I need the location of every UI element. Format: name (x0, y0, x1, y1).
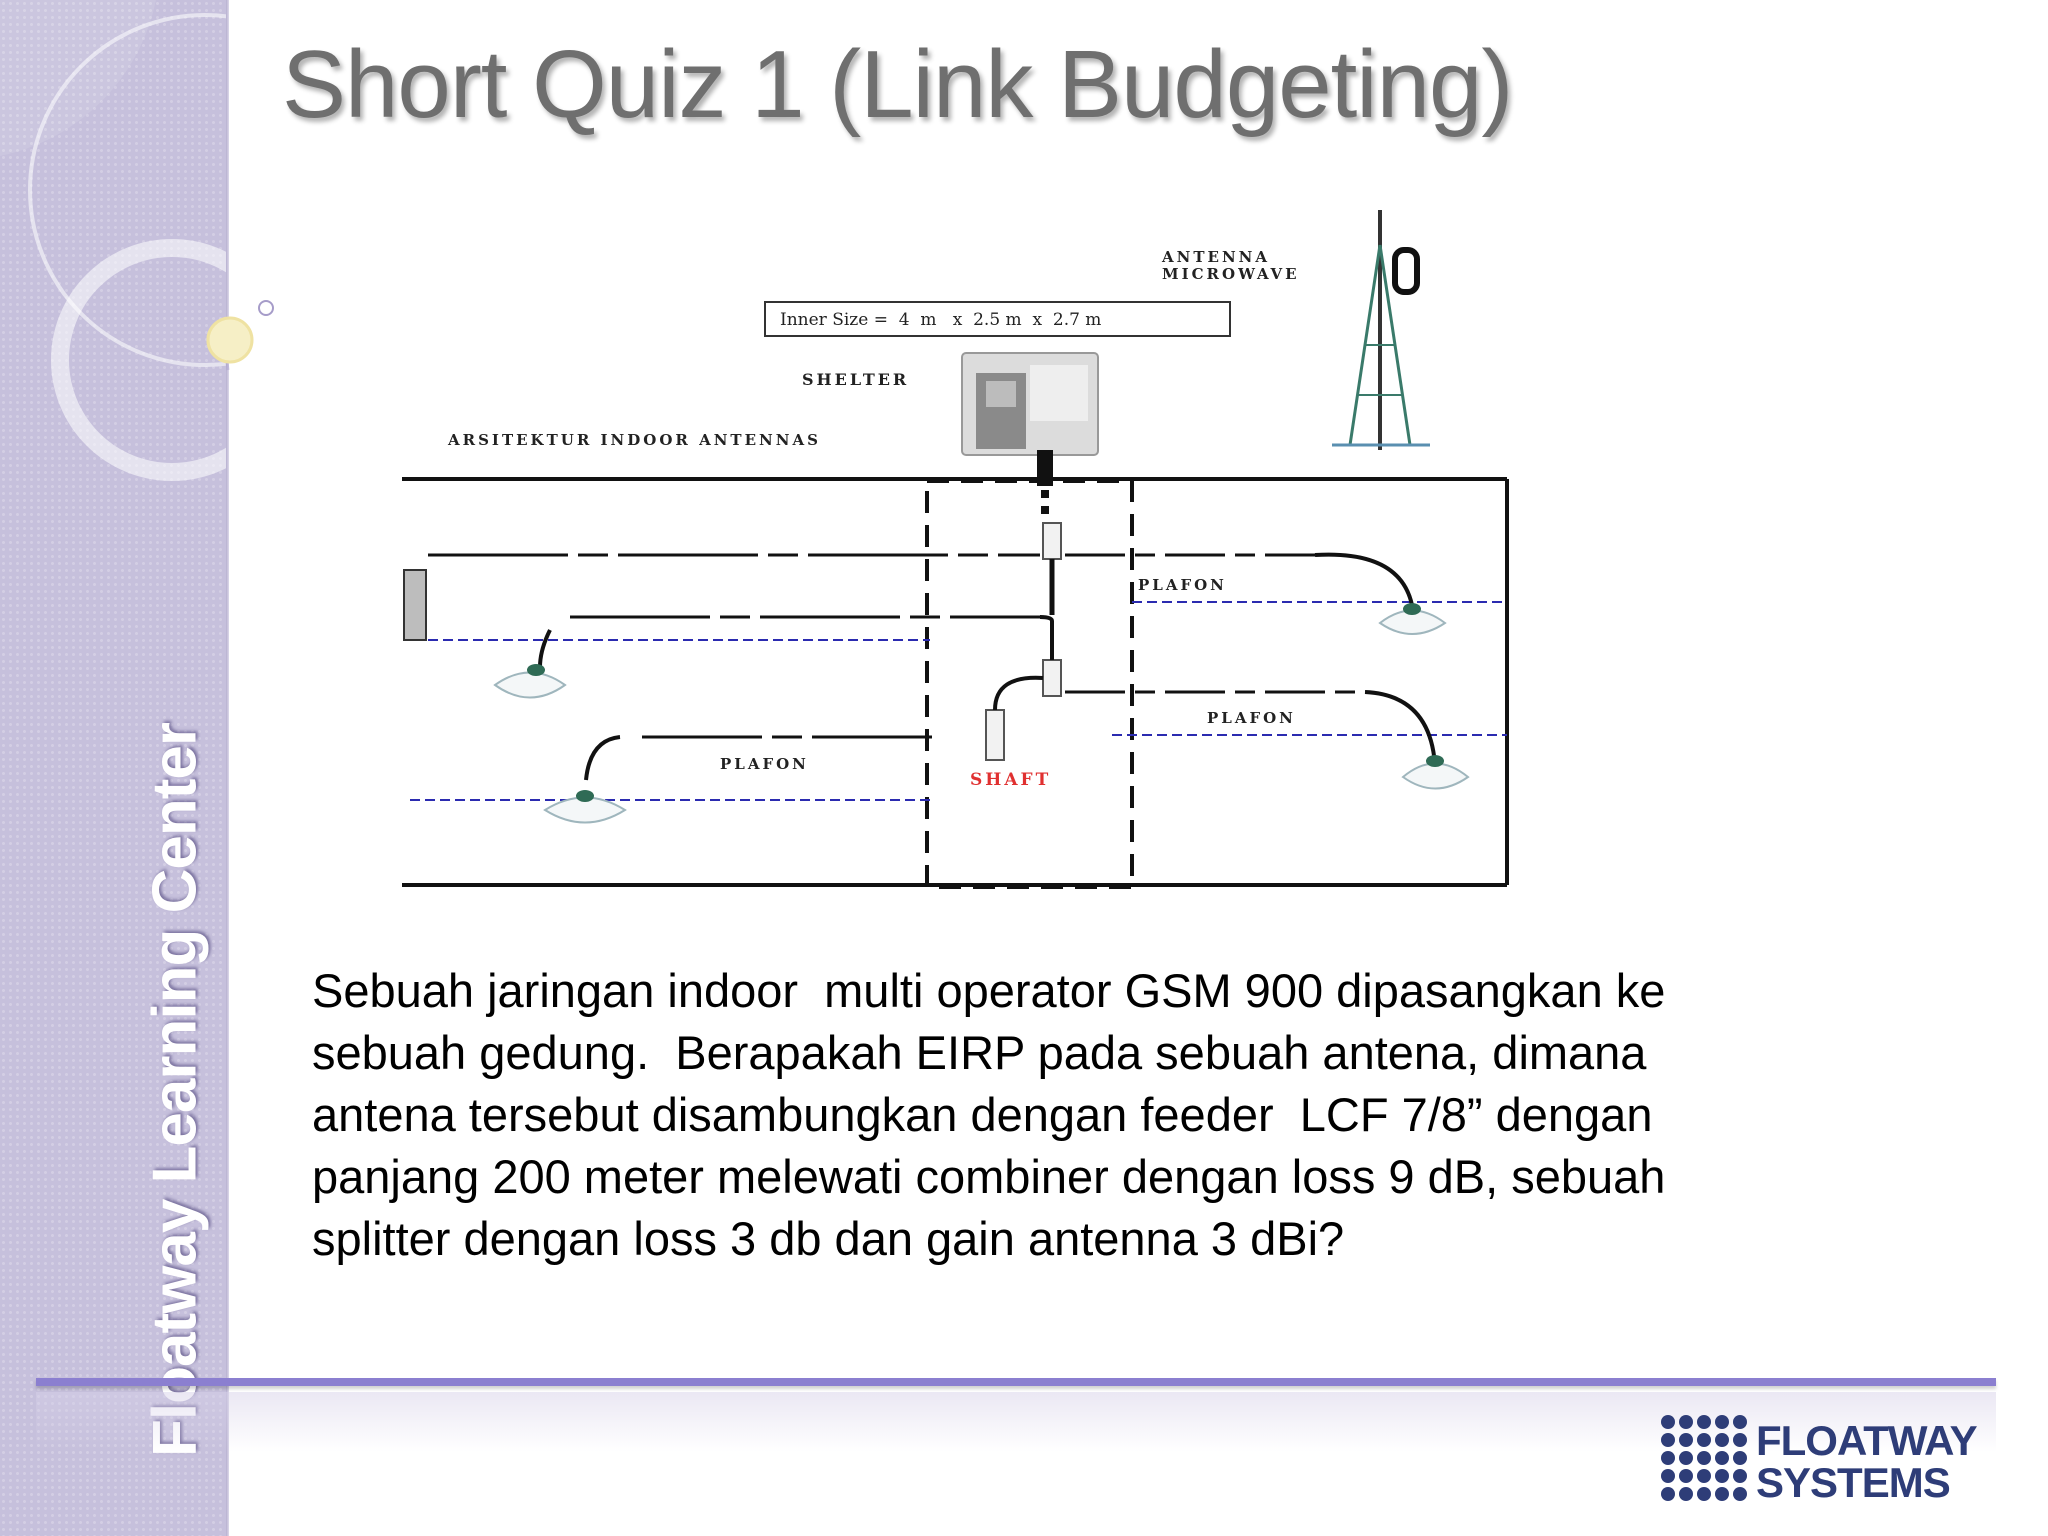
quiz-question: Sebuah jaringan indoor multi operator GS… (312, 960, 1872, 1270)
slide-title: Short Quiz 1 (Link Budgeting) (282, 31, 1513, 138)
floatway-logo: FLOATWAY SYSTEMS (1658, 1412, 1978, 1512)
plafon-label-lower-right: PLAFON (1207, 709, 1296, 727)
sidebar-panel: Floatway Learning Center (0, 0, 228, 1536)
plafon-label-upper-right: PLAFON (1138, 576, 1227, 594)
question-line: panjang 200 meter melewati combiner deng… (312, 1150, 1666, 1203)
sidebar-title: Floatway Learning Center (140, 723, 210, 1457)
question-line: antena tersebut disambungkan dengan feed… (312, 1088, 1653, 1141)
microwave-tower-icon (1332, 210, 1430, 450)
inner-size-label: Inner Size = 4 m x 2.5 m x 2.7 m (780, 310, 1101, 330)
question-line: Sebuah jaringan indoor multi operator GS… (312, 964, 1666, 1017)
logo-dots-icon (1661, 1415, 1747, 1501)
antenna-label-line2: MICROWAVE (1162, 265, 1300, 283)
shelter-label: SHELTER (802, 370, 909, 389)
logo-text-systems: SYSTEMS (1756, 1459, 1951, 1506)
logo-text-floatway: FLOATWAY (1756, 1417, 1978, 1464)
antenna-label-line1: ANTENNA (1161, 248, 1270, 266)
question-line: sebuah gedung. Berapakah EIRP pada sebua… (312, 1026, 1647, 1079)
ceiling-antenna-icon (493, 603, 1470, 824)
footer-divider (36, 1378, 1996, 1386)
plafon-label-left: PLAFON (720, 755, 809, 773)
question-line: splitter dengan loss 3 db dan gain anten… (312, 1212, 1345, 1265)
sidebar-divider (226, 0, 229, 1536)
indoor-antenna-diagram: ANTENNA MICROWAVE Inner Size = 4 m x 2.5… (402, 210, 1509, 889)
shaft-label: SHAFT (970, 770, 1051, 790)
architecture-label: ARSITEKTUR INDOOR ANTENNAS (447, 431, 821, 449)
splitter-icon (985, 522, 1062, 761)
shelter-icon (961, 352, 1099, 456)
decorative-circle-overlay (206, 300, 274, 371)
